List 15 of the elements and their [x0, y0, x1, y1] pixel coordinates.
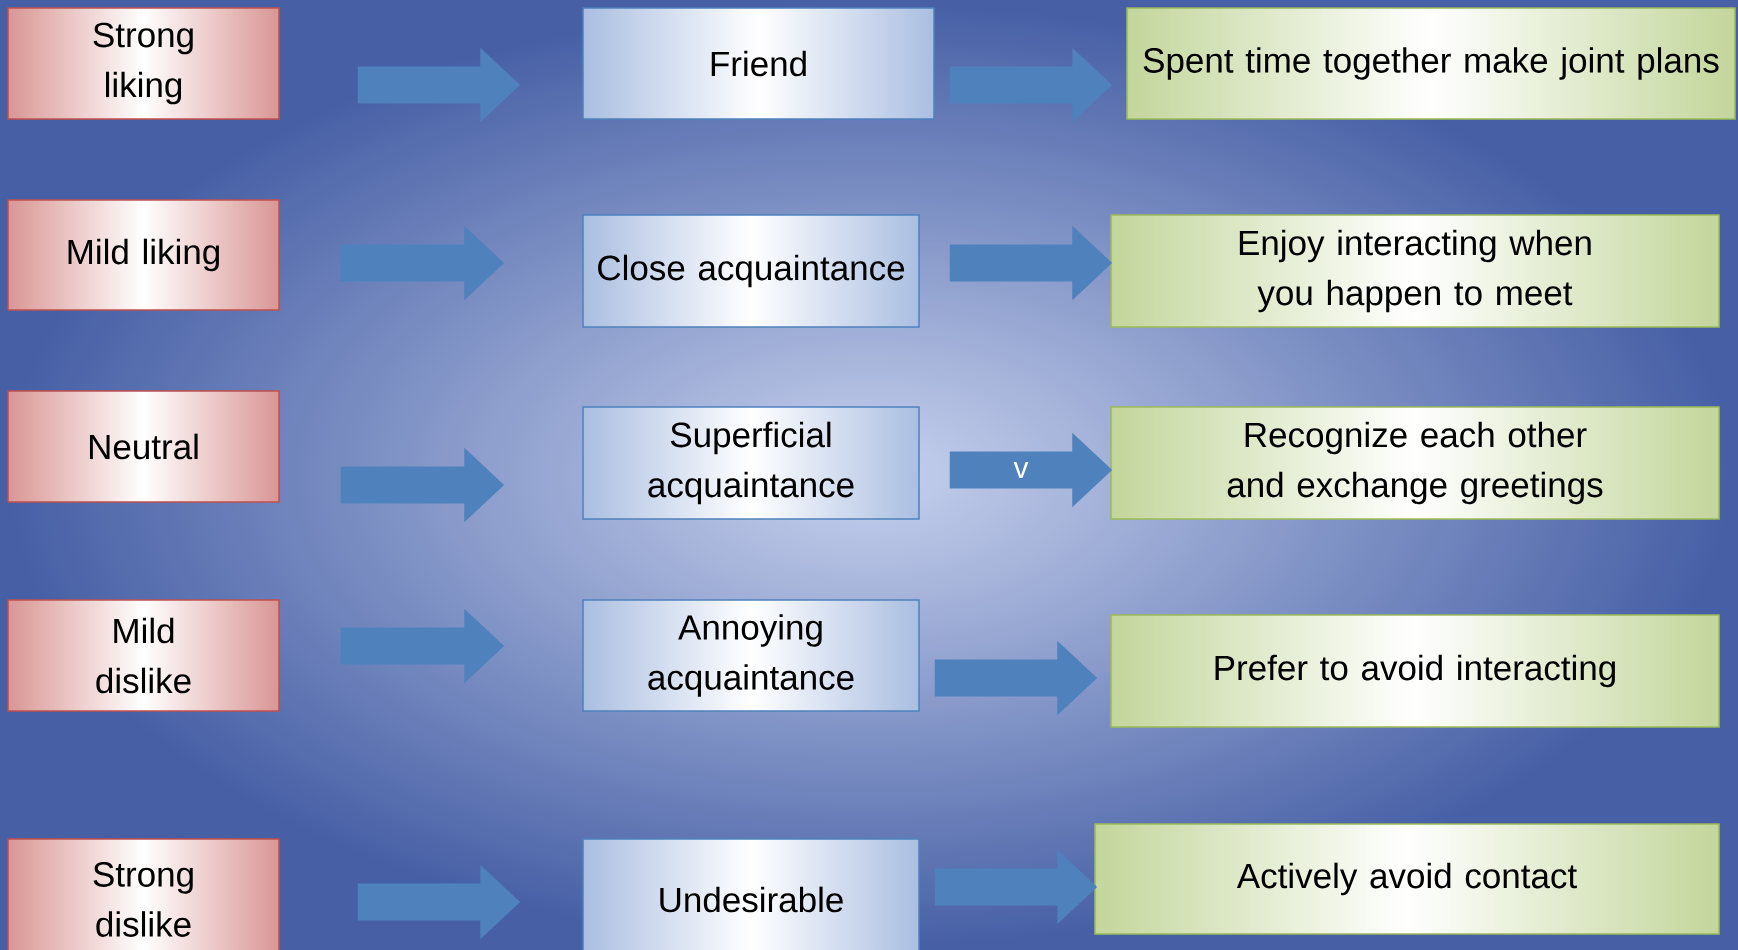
behavior-box: Spent time together make joint plans	[1126, 7, 1736, 120]
relationship-box: Superficial acquaintance	[582, 406, 920, 520]
feeling-box: Strong liking	[7, 7, 280, 120]
feeling-box: Mild liking	[7, 199, 280, 311]
feeling-box: Strong dislike	[7, 838, 280, 950]
relationship-box: Friend	[582, 7, 935, 120]
behavior-box: Prefer to avoid interacting	[1110, 614, 1720, 728]
feeling-box: Mild dislike	[7, 599, 280, 712]
relationship-box: Annoying acquaintance	[582, 599, 920, 712]
behavior-box: Enjoy interacting when you happen to meet	[1110, 214, 1720, 328]
behavior-box: Recognize each other and exchange greetings	[1110, 406, 1720, 520]
feeling-box: Neutral	[7, 390, 280, 503]
relationship-box: Close acquaintance	[582, 214, 920, 328]
behavior-box: Actively avoid contact	[1094, 823, 1720, 935]
relationship-box: Undesirable	[582, 838, 920, 950]
